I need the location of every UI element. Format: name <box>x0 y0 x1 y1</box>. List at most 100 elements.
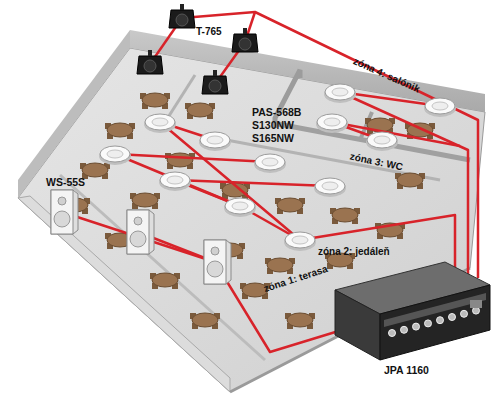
ceiling-speaker <box>225 198 255 214</box>
label: WS-55S <box>44 176 87 188</box>
knob <box>401 326 408 333</box>
display <box>470 300 482 308</box>
box-speaker <box>127 210 154 254</box>
label: PAS-568B <box>250 106 303 118</box>
speaker-bracket <box>148 50 152 56</box>
speaker-cone <box>292 236 308 244</box>
ceiling-speaker <box>317 114 347 130</box>
speaker-rim <box>144 115 176 133</box>
woofer <box>130 231 146 247</box>
wire-zone-4 <box>182 12 478 278</box>
tweeter <box>58 197 66 205</box>
wall-speaker <box>232 34 258 52</box>
table <box>152 273 178 287</box>
speaker-rim <box>324 85 356 103</box>
amplifier-strip <box>384 293 486 327</box>
box-speaker-front <box>204 240 226 284</box>
knob <box>425 320 432 327</box>
label: JPA 1160 <box>382 364 431 376</box>
speaker-cone <box>207 136 223 144</box>
wire-zone-2 <box>160 122 455 285</box>
speaker-rim <box>316 115 348 133</box>
speaker-rim <box>314 179 346 197</box>
box-speaker-front <box>51 190 73 234</box>
table <box>132 193 158 207</box>
ceiling-speaker <box>255 154 285 170</box>
ceiling-speaker <box>145 114 175 130</box>
label: S130NW <box>250 119 296 131</box>
speaker-cone <box>107 150 123 158</box>
speaker-bracket <box>213 70 217 76</box>
ceiling-speaker <box>315 178 345 194</box>
speaker-bracket <box>243 28 247 34</box>
terrace-rail <box>60 175 265 360</box>
table <box>167 153 193 167</box>
t765-speakers <box>137 4 258 94</box>
ceiling-speaker <box>285 232 315 248</box>
label: T-765 <box>194 26 224 38</box>
speaker-cone <box>176 14 188 26</box>
table <box>277 198 303 212</box>
speaker-cone <box>262 158 278 166</box>
wall-speaker <box>202 76 228 94</box>
woofer <box>54 211 70 227</box>
amplifier <box>335 262 490 360</box>
woofer <box>207 261 223 277</box>
table <box>287 313 313 327</box>
speaker-rim <box>424 99 456 117</box>
label: S165NW <box>250 132 296 144</box>
box-speaker <box>51 190 78 234</box>
speaker-cone <box>239 38 251 50</box>
left-wall <box>18 30 130 198</box>
box-speaker-front <box>127 210 149 254</box>
table <box>107 123 133 137</box>
speaker-rim <box>159 173 191 191</box>
ws55s-speakers <box>51 190 231 284</box>
speaker-rim <box>199 133 231 151</box>
speaker-rim <box>224 199 256 217</box>
table <box>267 258 293 272</box>
amplifier-side <box>335 290 380 360</box>
speaker-rim <box>99 147 131 165</box>
speaker-rim <box>254 155 286 173</box>
speaker-cone <box>374 136 390 144</box>
speaker-cone <box>144 60 156 72</box>
terrace-wall <box>18 196 230 392</box>
tweeter <box>211 247 219 255</box>
table <box>332 208 358 222</box>
knob <box>449 314 456 321</box>
ceiling-speaker <box>100 146 130 162</box>
speaker-bracket <box>180 4 184 10</box>
speaker-cone <box>324 118 340 126</box>
label: zóna 2: jedáleň <box>316 246 392 258</box>
knob <box>461 310 468 317</box>
wall-speaker <box>137 56 163 74</box>
knob <box>437 317 444 324</box>
knob <box>389 330 396 337</box>
speaker-cone <box>209 80 221 92</box>
knob <box>473 307 480 314</box>
table <box>187 103 213 117</box>
speaker-cone <box>332 88 348 96</box>
speaker-rim <box>366 133 398 151</box>
speaker-cone <box>167 176 183 184</box>
wall-speaker <box>169 10 195 28</box>
knob <box>413 323 420 330</box>
box-speaker <box>204 240 231 284</box>
ceiling-speaker <box>160 172 190 188</box>
table <box>142 93 168 107</box>
ceiling-speaker <box>367 132 397 148</box>
speaker-rim <box>284 233 316 251</box>
ceiling-speaker <box>325 84 355 100</box>
table <box>192 313 218 327</box>
amplifier-knobs <box>389 300 483 337</box>
tweeter <box>134 217 142 225</box>
speaker-cone <box>152 118 168 126</box>
speaker-cone <box>322 182 338 190</box>
table <box>82 163 108 177</box>
amplifier-front <box>380 285 490 360</box>
speaker-cone <box>432 102 448 110</box>
speaker-cone <box>232 202 248 210</box>
